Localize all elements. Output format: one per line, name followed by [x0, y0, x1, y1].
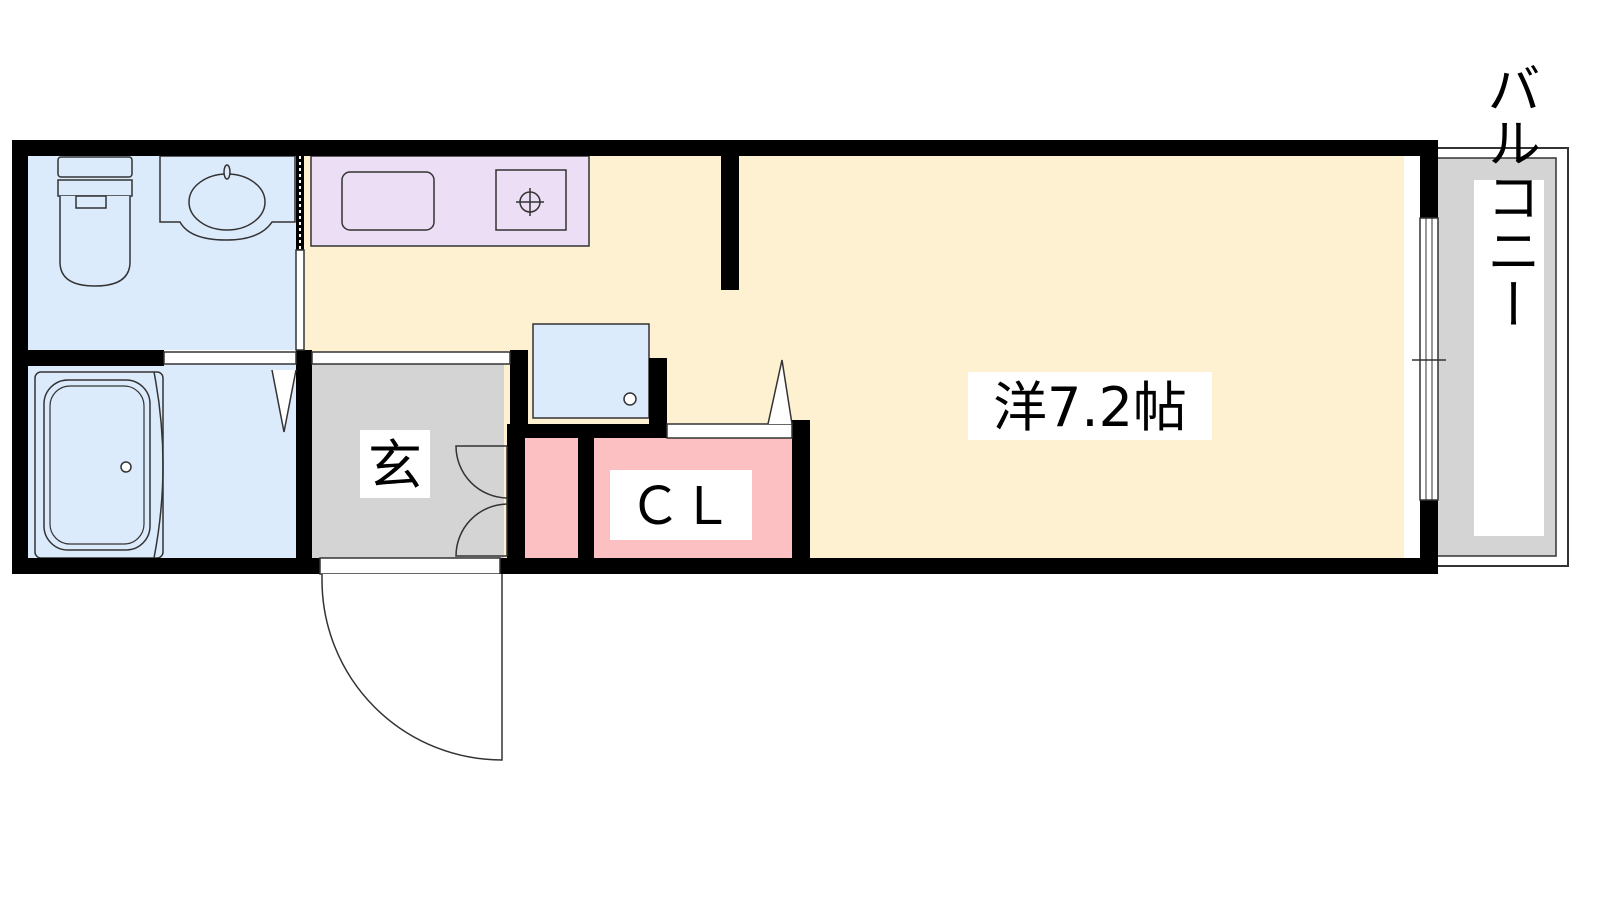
toilet-tank: [57, 156, 133, 178]
washbasin-bowl: [188, 173, 266, 231]
western-room-label: 洋7.2帖: [993, 376, 1187, 439]
closet-door-swing: [767, 359, 793, 425]
shoe-closet-door-top: [455, 445, 508, 499]
stove: [495, 169, 567, 231]
shoe-closet-fill: [518, 438, 578, 558]
toilet-bowl: [59, 196, 131, 287]
bath-door-swing: [271, 369, 297, 433]
bathtub-drain-icon: [120, 461, 132, 473]
kitchen-sink: [341, 171, 435, 231]
entrance-label: 玄: [368, 434, 422, 497]
toilet-seat-top: [57, 179, 133, 197]
front-door-swing: [321, 574, 503, 761]
closet-label: ＣＬ: [629, 477, 733, 537]
washer-drain-icon: [623, 392, 637, 406]
shoe-closet-door-bottom: [455, 503, 508, 557]
balcony-label: バルコニー: [1478, 61, 1541, 331]
